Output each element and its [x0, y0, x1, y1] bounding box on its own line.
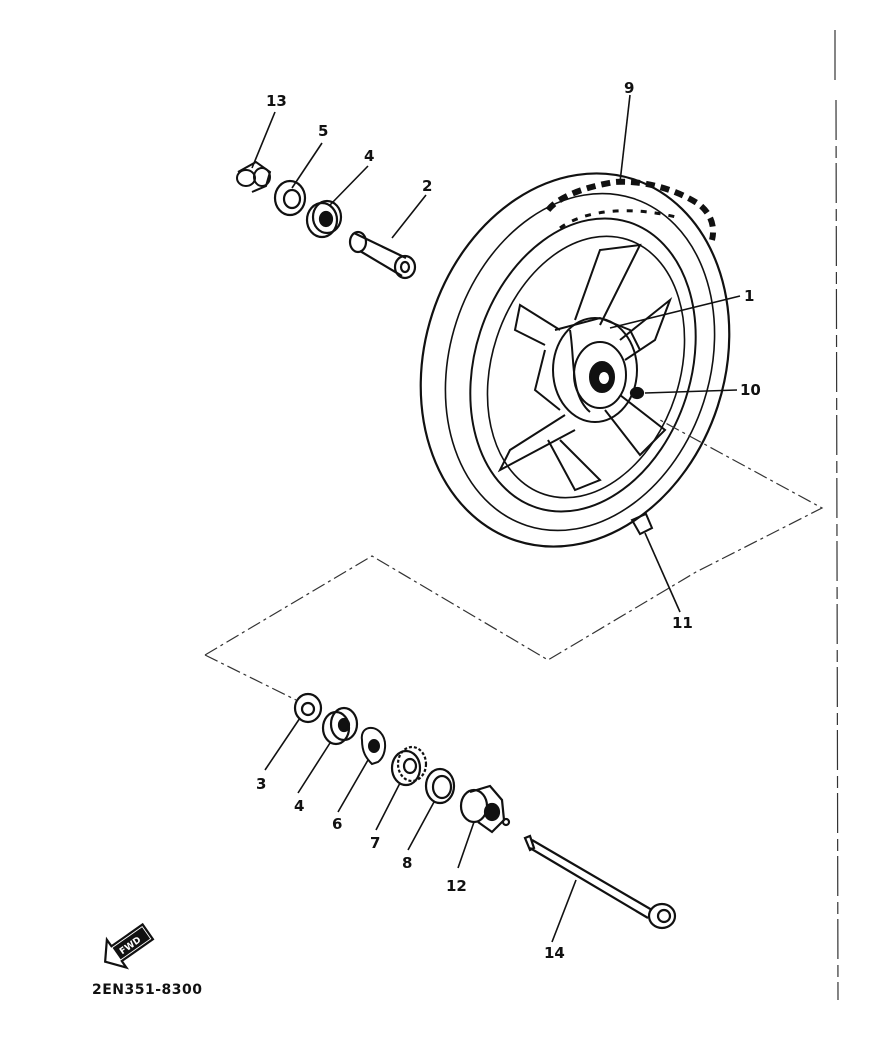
part-code: 2EN351-8300	[92, 982, 203, 998]
axle-part-14	[523, 834, 677, 930]
oil-seal-part-3	[293, 692, 323, 724]
callout-1: 1	[744, 287, 754, 305]
callout-13: 13	[266, 92, 287, 110]
oil-seal-part-8	[424, 767, 456, 805]
callout-2: 2	[422, 177, 432, 195]
callout-7: 7	[370, 834, 380, 852]
tire-outer	[419, 172, 731, 548]
callout-4-lower: 4	[294, 797, 304, 815]
callout-4-upper: 4	[364, 147, 374, 165]
callouts: 13 5 4 2 9 1 10 11 3 4 6 7 8 12 14	[256, 79, 761, 962]
tire-inner	[444, 192, 716, 532]
fwd-arrow-icon: FWD	[103, 922, 155, 970]
leader-lines	[251, 94, 741, 943]
tire-tread	[545, 178, 717, 241]
callout-3: 3	[256, 775, 266, 793]
callout-11: 11	[672, 614, 693, 632]
callout-5: 5	[318, 122, 328, 140]
wheel-assembly	[419, 172, 731, 548]
callout-6: 6	[332, 815, 342, 833]
balance-weight	[629, 386, 645, 400]
spacer-part-2	[348, 230, 417, 280]
callout-9: 9	[624, 79, 634, 97]
wheel-hub	[533, 316, 641, 423]
bearing-part-4-upper	[305, 199, 343, 239]
bearing-part-4-lower	[321, 706, 359, 746]
retainer-part-6	[360, 726, 386, 766]
callout-8: 8	[402, 854, 412, 872]
rim-outer	[469, 217, 697, 513]
callout-12: 12	[446, 877, 467, 895]
callout-14: 14	[544, 944, 565, 962]
gear-unit-part-12	[459, 784, 511, 834]
assembly-guide-lines	[204, 419, 824, 701]
rim-inner	[486, 235, 686, 499]
page-border-line	[834, 30, 839, 1001]
valve-cap	[630, 512, 654, 536]
collar-part-13	[236, 160, 272, 193]
gear-part-7	[390, 745, 428, 787]
callout-10: 10	[740, 381, 761, 399]
oil-seal-part-5	[273, 179, 307, 217]
